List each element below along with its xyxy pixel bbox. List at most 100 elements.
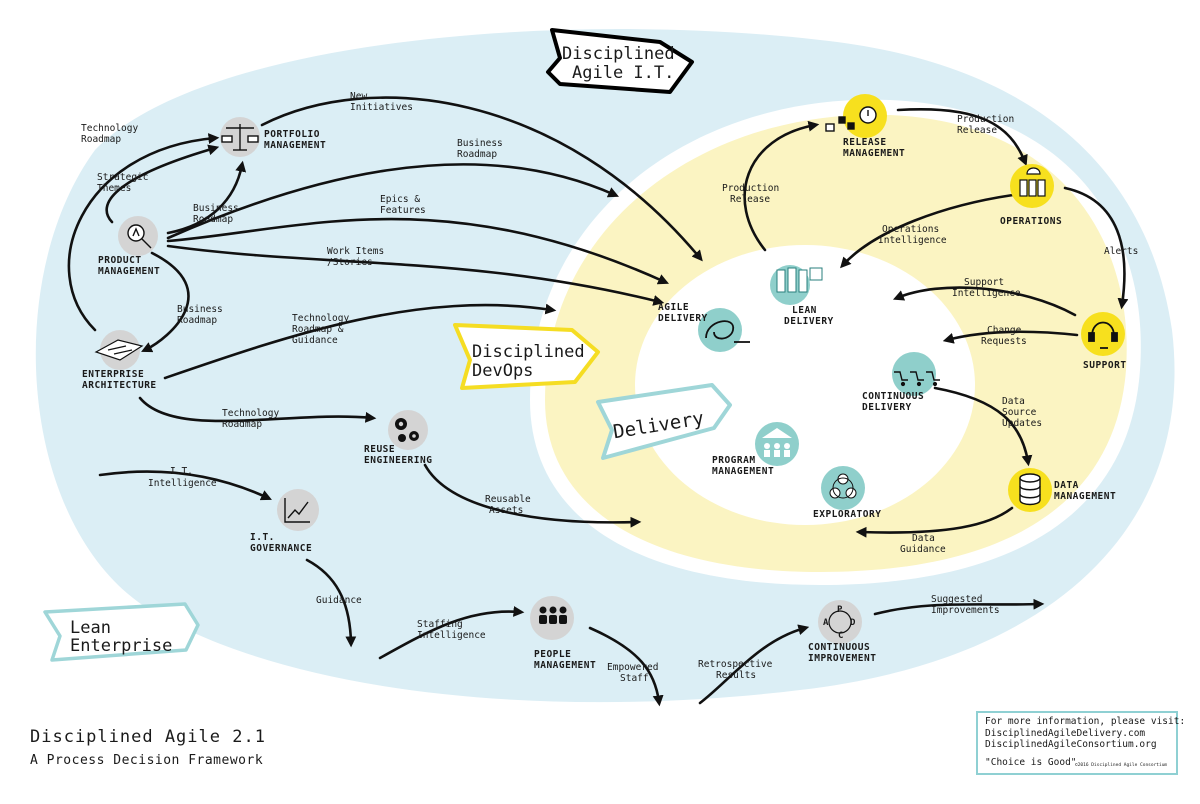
flow-label: Roadmap & bbox=[292, 324, 344, 335]
flow-label: Staffing bbox=[417, 619, 463, 630]
node-agile-delivery[interactable]: AGILE DELIVERY bbox=[658, 302, 750, 352]
flow-label: Requests bbox=[981, 336, 1027, 347]
node-label: ENTERPRISE bbox=[82, 369, 144, 380]
flow-label: Guidance bbox=[316, 595, 362, 606]
flow-label: Business bbox=[457, 138, 503, 149]
flow-label: Data bbox=[1002, 396, 1025, 407]
flow-label: Release bbox=[957, 125, 997, 136]
flow-label: Change bbox=[987, 325, 1022, 336]
flow-label: Staff bbox=[620, 673, 649, 684]
node-continuous-delivery[interactable]: CONTINUOUS DELIVERY bbox=[862, 352, 940, 413]
info-copyright: ©2016 Disciplined Agile Consortium bbox=[1075, 762, 1167, 768]
banner-lean-line-1: Lean bbox=[70, 618, 111, 638]
flow-label: Release bbox=[730, 194, 770, 205]
node-label: EXPLORATORY bbox=[813, 509, 881, 520]
flow-label: Business bbox=[177, 304, 223, 315]
banner-disciplined-devops: Disciplined DevOps bbox=[453, 323, 600, 390]
node-portfolio-management[interactable]: PORTFOLIO MANAGEMENT bbox=[220, 117, 326, 157]
info-tagline: "Choice is Good" bbox=[985, 757, 1077, 768]
flow-label: /Stories bbox=[327, 257, 373, 268]
flow-label: Technology bbox=[222, 408, 279, 419]
node-support[interactable]: SUPPORT bbox=[1081, 312, 1127, 371]
node-label: MANAGEMENT bbox=[1054, 491, 1116, 502]
flow-label: Intelligence bbox=[952, 288, 1021, 299]
node-label: ARCHITECTURE bbox=[82, 380, 157, 391]
node-label: MANAGEMENT bbox=[264, 140, 326, 151]
node-program-management[interactable]: PROGRAM MANAGEMENT bbox=[712, 422, 799, 477]
flow-label: Source bbox=[1002, 407, 1037, 418]
flow-label: Work Items bbox=[327, 246, 384, 257]
node-release-management[interactable]: RELEASE MANAGEMENT bbox=[825, 94, 905, 159]
node-reuse-engineering[interactable]: REUSE ENGINEERING bbox=[364, 410, 432, 466]
flow-label: Guidance bbox=[292, 335, 338, 346]
servers-icon bbox=[1019, 167, 1046, 197]
kanban-icon bbox=[776, 267, 823, 293]
agile-icon bbox=[705, 320, 750, 343]
page-title: Disciplined Agile 2.1 bbox=[30, 727, 266, 747]
banner-lean-line-2: Enterprise bbox=[70, 636, 172, 656]
banner-disciplined-agile-it: Disciplined Agile I.T. bbox=[546, 28, 694, 94]
flow-label: Intelligence bbox=[417, 630, 486, 641]
flow-labels: Technology Roadmap Strategic Themes New … bbox=[81, 91, 1138, 684]
flow-label: Features bbox=[380, 205, 426, 216]
node-label: IMPROVEMENT bbox=[808, 653, 876, 664]
node-label: DELIVERY bbox=[658, 313, 708, 324]
banner-devops-line-1: Disciplined bbox=[472, 342, 585, 362]
flow-label: Support bbox=[964, 277, 1004, 288]
node-label: ENGINEERING bbox=[364, 455, 432, 466]
flow-label: Retrospective bbox=[698, 659, 773, 670]
flow-label: Intelligence bbox=[878, 235, 947, 246]
node-exploratory[interactable]: EXPLORATORY bbox=[813, 466, 881, 520]
database-icon bbox=[1019, 473, 1041, 506]
blueprint-icon bbox=[94, 339, 144, 361]
node-label: AGILE bbox=[658, 302, 689, 313]
pdca-letter: A bbox=[823, 618, 829, 628]
flow-label: Business bbox=[193, 203, 239, 214]
page-subtitle: A Process Decision Framework bbox=[30, 753, 263, 768]
node-enterprise-architecture[interactable]: ENTERPRISE ARCHITECTURE bbox=[82, 330, 157, 391]
node-it-governance[interactable]: I.T. GOVERNANCE bbox=[250, 489, 319, 554]
flow-label: Updates bbox=[1002, 418, 1042, 429]
carts-icon bbox=[894, 371, 940, 387]
node-label: LEAN bbox=[792, 305, 817, 316]
node-label: CONTINUOUS bbox=[808, 642, 870, 653]
flow-label: Results bbox=[716, 670, 756, 681]
node-label: PORTFOLIO bbox=[264, 129, 320, 140]
info-website-2[interactable]: DisciplinedAgileConsortium.org bbox=[985, 739, 1157, 750]
node-data-management[interactable]: DATA MANAGEMENT bbox=[1008, 468, 1116, 512]
flow-label: Roadmap bbox=[177, 315, 217, 326]
pdca-letter: P bbox=[837, 605, 843, 615]
flow-label: Roadmap bbox=[193, 214, 233, 225]
node-product-management[interactable]: PRODUCT MANAGEMENT bbox=[98, 216, 160, 277]
flow-label: Operations bbox=[882, 224, 939, 235]
info-website-1[interactable]: DisciplinedAgileDelivery.com bbox=[985, 728, 1145, 739]
flow-label: Empowered bbox=[607, 662, 658, 673]
node-label: I.T. bbox=[250, 532, 275, 543]
node-label: MANAGEMENT bbox=[534, 660, 596, 671]
scale-icon bbox=[221, 124, 259, 151]
node-continuous-improvement[interactable]: P D C A CONTINUOUS IMPROVEMENT bbox=[808, 600, 876, 664]
headset-icon bbox=[1088, 321, 1118, 349]
node-people-management[interactable]: PEOPLE MANAGEMENT bbox=[530, 596, 596, 671]
gears-icon bbox=[395, 418, 419, 442]
node-label: PEOPLE bbox=[534, 649, 571, 660]
banner-devops-line-2: DevOps bbox=[472, 361, 533, 381]
flow-label: Improvements bbox=[931, 605, 1000, 616]
flow-label: Initiatives bbox=[350, 102, 413, 113]
node-operations[interactable]: OPERATIONS bbox=[1000, 164, 1062, 227]
node-label: OPERATIONS bbox=[1000, 216, 1062, 227]
cycle-icon bbox=[829, 473, 857, 499]
flow-label: Strategic bbox=[97, 172, 148, 183]
info-box: For more information, please visit: Disc… bbox=[976, 711, 1185, 775]
flow-label: Alerts bbox=[1104, 246, 1138, 257]
node-label: GOVERNANCE bbox=[250, 543, 312, 554]
flow-label: Roadmap bbox=[81, 134, 121, 145]
release-icon bbox=[825, 106, 877, 132]
flow-label: New bbox=[350, 91, 367, 102]
node-lean-delivery[interactable]: LEAN DELIVERY bbox=[770, 265, 834, 327]
banner-it-line-1: Disciplined bbox=[562, 44, 675, 64]
node-label: PRODUCT bbox=[98, 255, 142, 266]
flow-label: Data bbox=[912, 533, 935, 544]
chart-icon bbox=[284, 498, 310, 523]
